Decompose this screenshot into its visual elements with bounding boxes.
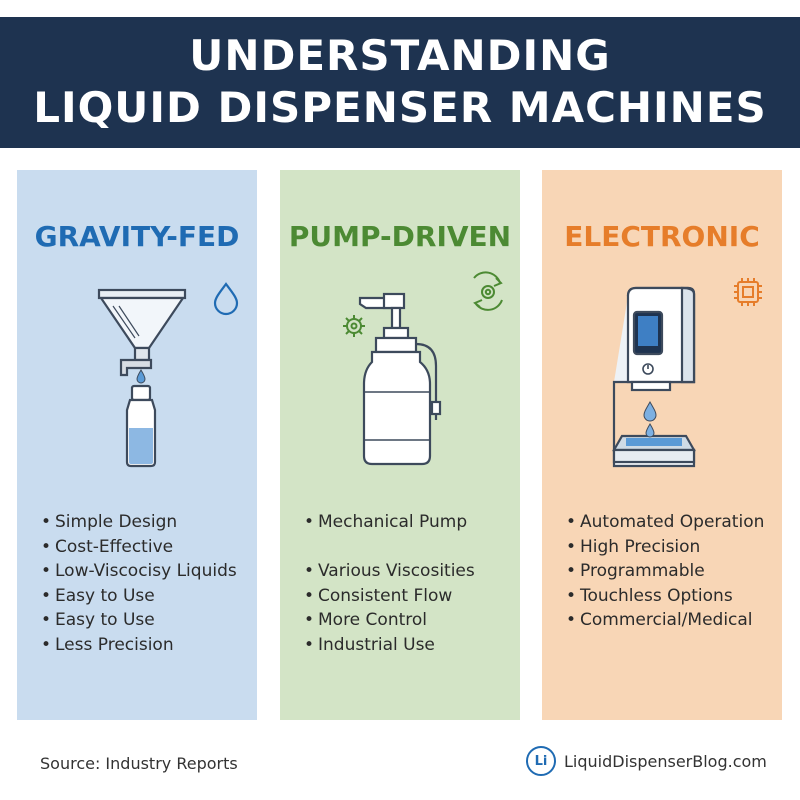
feature-list: Mechanical Pump . Various Viscosities Co… [304, 510, 475, 658]
funnel-bottle-illustration [97, 282, 239, 468]
column-electronic: ELECTRONIC Automated Operation Hi [542, 170, 782, 720]
site-credit: Li LiquidDispenserBlog.com [526, 746, 767, 776]
list-item: Industrial Use [304, 633, 475, 658]
header-title-line1: UNDERSTANDING [189, 31, 611, 80]
header-title-line2: LIQUID DISPENSER MACHINES [33, 83, 767, 132]
list-item: Simple Design [41, 510, 237, 535]
list-item: Touchless Options [566, 584, 764, 609]
chip-icon [734, 278, 762, 306]
list-item: Easy to Use [41, 584, 237, 609]
list-item: Low-Viscocisy Liquids [41, 559, 237, 584]
column-gravity-fed: GRAVITY-FED Simple Design Cost-Effective… [17, 170, 257, 720]
list-item: Automated Operation [566, 510, 764, 535]
column-title: ELECTRONIC [564, 220, 760, 253]
list-item: Commercial/Medical [566, 608, 764, 633]
header-banner: UNDERSTANDING LIQUID DISPENSER MACHINES [0, 17, 800, 148]
droplet-icon [213, 282, 239, 316]
column-title: GRAVITY-FED [34, 220, 240, 253]
feature-list: Automated Operation High Precision Progr… [566, 510, 764, 633]
list-item: Various Viscosities [304, 559, 475, 584]
list-item: Easy to Use [41, 608, 237, 633]
column-pump-driven: PUMP-DRIVEN [280, 170, 520, 720]
list-item: Mechanical Pump [304, 510, 475, 535]
column-title: PUMP-DRIVEN [288, 220, 512, 253]
site-logo: Li [526, 746, 556, 776]
pump-bottle-illustration [343, 271, 503, 466]
source-credit: Source: Industry Reports [40, 754, 238, 773]
feature-list: Simple Design Cost-Effective Low-Viscoci… [41, 510, 237, 658]
funnel [97, 288, 187, 377]
electronic-dispenser-illustration [612, 278, 762, 468]
list-item: More Control [304, 608, 475, 633]
list-item: Programmable [566, 559, 764, 584]
list-item: Consistent Flow [304, 584, 475, 609]
small-gear-icon [343, 315, 365, 337]
list-item: Less Precision [41, 633, 237, 658]
list-item: Cost-Effective [41, 535, 237, 560]
bottle [125, 384, 157, 468]
site-url: LiquidDispenserBlog.com [564, 751, 767, 771]
gear-cycle-icon [473, 271, 503, 311]
list-item: High Precision [566, 535, 764, 560]
